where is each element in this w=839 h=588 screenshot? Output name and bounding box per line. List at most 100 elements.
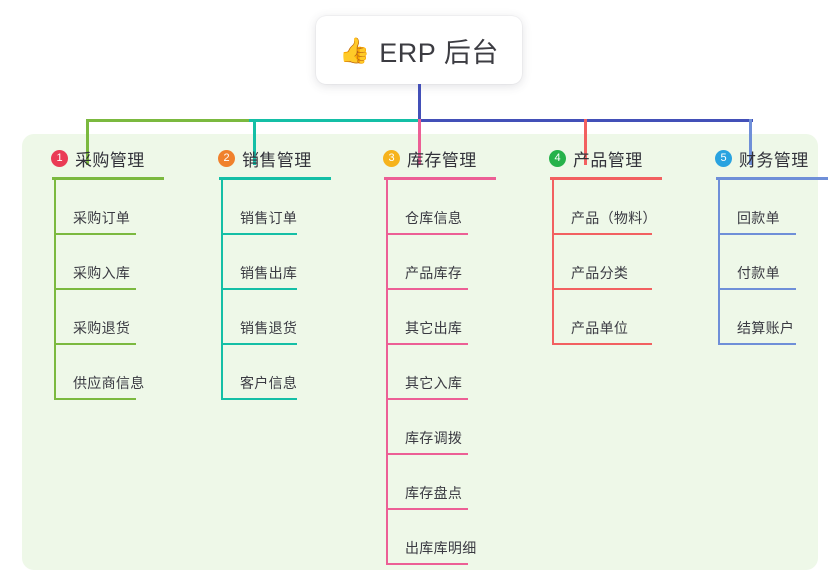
- leaf-node[interactable]: 付款单: [699, 235, 839, 290]
- connector-drop-1: [86, 119, 89, 165]
- branch-number-badge-3: 3: [383, 149, 400, 167]
- leaf-node[interactable]: 销售退货: [202, 290, 352, 345]
- leaf-node-underline: [718, 233, 796, 235]
- leaf-node-underline: [552, 288, 652, 290]
- leaf-node-label: 其它入库: [405, 375, 463, 391]
- branch-underline-1: [52, 177, 164, 180]
- leaf-node-label: 采购订单: [73, 210, 131, 226]
- branch-spine-4: [552, 180, 554, 345]
- leaf-node-label: 其它出库: [405, 320, 463, 336]
- branch-column-1: 1 采购管理采购订单采购入库采购退货供应商信息: [35, 146, 185, 400]
- leaf-node[interactable]: 出库库明细: [367, 510, 527, 565]
- leaf-node-underline: [386, 453, 468, 455]
- leaf-node[interactable]: 其它入库: [367, 345, 527, 400]
- leaf-node[interactable]: 销售订单: [202, 180, 352, 235]
- branch-spine-3: [386, 180, 388, 565]
- leaf-node[interactable]: 回款单: [699, 180, 839, 235]
- branch-items-3: 仓库信息产品库存其它出库其它入库库存调拨库存盘点出库库明细: [367, 180, 527, 565]
- leaf-node-label: 产品单位: [571, 320, 629, 336]
- branch-items-5: 回款单付款单结算账户: [699, 180, 839, 345]
- leaf-node[interactable]: 仓库信息: [367, 180, 527, 235]
- leaf-node[interactable]: 采购退货: [35, 290, 185, 345]
- leaf-node[interactable]: 其它出库: [367, 290, 527, 345]
- branch-header-4[interactable]: 4 产品管理: [533, 146, 693, 170]
- leaf-node-underline: [718, 288, 796, 290]
- leaf-node-underline: [386, 233, 468, 235]
- leaf-node-label: 产品（物料）: [571, 210, 657, 226]
- leaf-node[interactable]: 产品分类: [533, 235, 693, 290]
- branch-spine-5: [718, 180, 720, 345]
- connector-trunk: [418, 84, 421, 122]
- root-node-erp-backend[interactable]: 👍 ERP 后台: [316, 16, 522, 84]
- branch-underline-3: [384, 177, 496, 180]
- connector-drop-3: [418, 119, 421, 165]
- leaf-node-label: 销售退货: [240, 320, 298, 336]
- leaf-node-label: 回款单: [737, 210, 780, 226]
- thumbs-up-icon: 👍: [339, 36, 371, 65]
- leaf-node-underline: [221, 233, 297, 235]
- branch-title-3: 库存管理: [407, 150, 477, 170]
- connector-bar-segment-1: [86, 119, 252, 122]
- leaf-node[interactable]: 库存调拨: [367, 400, 527, 455]
- leaf-node-label: 产品分类: [571, 265, 629, 281]
- root-node-title: ERP 后台: [379, 37, 499, 68]
- connector-bar-segment-2: [249, 119, 422, 122]
- leaf-node[interactable]: 产品库存: [367, 235, 527, 290]
- leaf-node-underline: [54, 398, 136, 400]
- branch-title-5: 财务管理: [739, 150, 809, 170]
- leaf-node-underline: [552, 233, 652, 235]
- branch-header-1[interactable]: 1 采购管理: [35, 146, 185, 170]
- leaf-node-label: 库存调拨: [405, 430, 463, 446]
- leaf-node-underline: [54, 288, 136, 290]
- branch-underline-5: [716, 177, 828, 180]
- connector-drop-2: [253, 119, 256, 165]
- leaf-node-underline: [54, 233, 136, 235]
- branch-title-1: 采购管理: [75, 150, 145, 170]
- leaf-node-underline: [718, 343, 796, 345]
- branch-spine-1: [54, 180, 56, 400]
- leaf-node[interactable]: 库存盘点: [367, 455, 527, 510]
- branch-column-4: 4 产品管理产品（物料） 产品分类产品单位: [533, 146, 693, 345]
- branch-number-badge-1: 1: [51, 149, 68, 167]
- branch-column-3: 3 库存管理仓库信息产品库存其它出库其它入库库存调拨库存盘点出库库明细: [367, 146, 527, 565]
- leaf-node-underline: [221, 398, 297, 400]
- leaf-node[interactable]: 结算账户: [699, 290, 839, 345]
- branch-title-4: 产品管理: [573, 150, 643, 170]
- leaf-node[interactable]: 产品（物料）: [533, 180, 693, 235]
- leaf-node[interactable]: 销售出库: [202, 235, 352, 290]
- leaf-node-underline: [221, 343, 297, 345]
- branch-items-1: 采购订单采购入库采购退货供应商信息: [35, 180, 185, 400]
- leaf-node-underline: [386, 508, 468, 510]
- leaf-node-underline: [386, 288, 468, 290]
- leaf-node[interactable]: 采购入库: [35, 235, 185, 290]
- leaf-node-label: 仓库信息: [405, 210, 463, 226]
- leaf-node[interactable]: 客户信息: [202, 345, 352, 400]
- leaf-node-underline: [386, 398, 468, 400]
- leaf-node-label: 付款单: [737, 265, 780, 281]
- branch-items-4: 产品（物料） 产品分类产品单位: [533, 180, 693, 345]
- leaf-node[interactable]: 产品单位: [533, 290, 693, 345]
- leaf-node-label: 客户信息: [240, 375, 298, 391]
- branch-number-badge-4: 4: [549, 149, 566, 167]
- connector-drop-4: [584, 119, 587, 165]
- connector-drop-5: [749, 119, 752, 165]
- branch-spine-2: [221, 180, 223, 400]
- leaf-node[interactable]: 供应商信息: [35, 345, 185, 400]
- branch-header-3[interactable]: 3 库存管理: [367, 146, 527, 170]
- leaf-node-label: 结算账户: [737, 320, 795, 336]
- branch-items-2: 销售订单销售出库销售退货客户信息: [202, 180, 352, 400]
- leaf-node-label: 采购退货: [73, 320, 131, 336]
- leaf-node[interactable]: 采购订单: [35, 180, 185, 235]
- branch-underline-4: [550, 177, 662, 180]
- leaf-node-underline: [386, 563, 468, 565]
- leaf-node-underline: [552, 343, 652, 345]
- leaf-node-label: 产品库存: [405, 265, 463, 281]
- leaf-node-label: 出库库明细: [405, 540, 477, 556]
- branch-title-2: 销售管理: [242, 150, 312, 170]
- leaf-node-label: 销售出库: [240, 265, 298, 281]
